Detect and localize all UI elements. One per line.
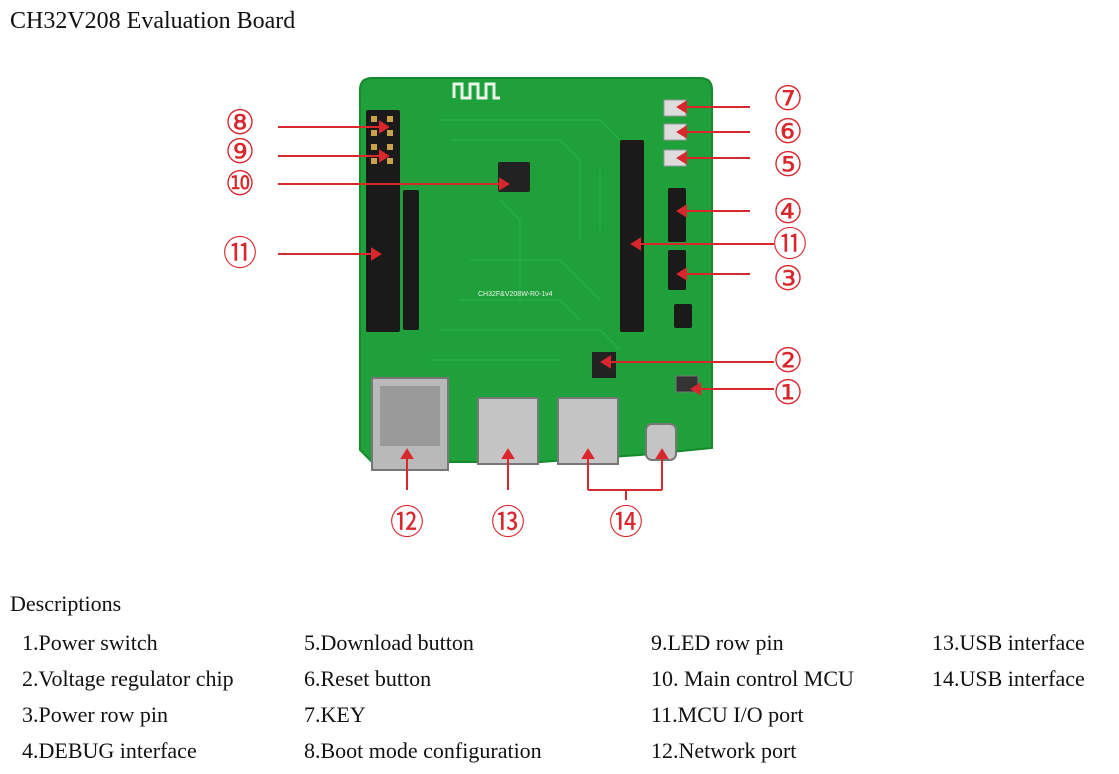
callout-7: ⑦ bbox=[773, 81, 803, 118]
callout-lines bbox=[278, 100, 774, 500]
callout-11-right: ⑪ bbox=[773, 226, 807, 264]
board-figure: CH32F&V208W-R0-1v4 ⑧ ⑨ ⑩ ⑪ ⑦ ⑥ ⑤ ④ ⑪ ③ ②… bbox=[223, 77, 807, 542]
description-item: 5.Download button bbox=[304, 630, 474, 655]
description-item: 3.Power row pin bbox=[22, 702, 169, 727]
callout-2: ② bbox=[773, 343, 803, 380]
description-item: 14.USB interface bbox=[932, 666, 1085, 691]
power-row-header bbox=[668, 250, 686, 290]
description-item: 10. Main control MCU bbox=[651, 666, 854, 691]
page-title: CH32V208 Evaluation Board bbox=[10, 8, 296, 34]
descriptions-col-2: 5.Download button 6.Reset button 7.KEY 8… bbox=[304, 630, 542, 774]
debug-header bbox=[668, 188, 686, 242]
left-pin-header bbox=[366, 110, 400, 332]
descriptions-heading: Descriptions bbox=[10, 591, 122, 616]
callout-10: ⑩ bbox=[225, 166, 255, 203]
antenna-trace bbox=[452, 82, 500, 100]
callout-8: ⑧ bbox=[225, 105, 255, 142]
description-item: 6.Reset button bbox=[304, 666, 432, 691]
board-diagram: CH32F&V208W-R0-1v4 ⑧ ⑨ ⑩ ⑪ ⑦ ⑥ ⑤ ④ ⑪ ③ ②… bbox=[223, 77, 807, 542]
callout-1: ① bbox=[773, 375, 803, 412]
vbat-jumper bbox=[674, 304, 692, 328]
inner-left-header bbox=[403, 190, 419, 330]
description-item: 2.Voltage regulator chip bbox=[22, 666, 234, 691]
description-item: 11.MCU I/O port bbox=[651, 702, 804, 727]
callout-4: ④ bbox=[773, 194, 803, 231]
descriptions-col-3: 9.LED row pin 10. Main control MCU 11.MC… bbox=[651, 630, 854, 774]
pcb-label: CH32F&V208W-R0-1v4 bbox=[478, 291, 553, 298]
callout-14: ⑭ bbox=[609, 504, 643, 542]
description-item: 12.Network port bbox=[651, 738, 797, 763]
callout-9: ⑨ bbox=[225, 134, 255, 171]
description-item: 8.Boot mode configuration bbox=[304, 738, 542, 763]
descriptions-col-4: 13.USB interface 14.USB interface bbox=[932, 630, 1085, 702]
callout-3: ③ bbox=[773, 261, 803, 298]
callout-numbers: ⑧ ⑨ ⑩ ⑪ ⑦ ⑥ ⑤ ④ ⑪ ③ ② ① ⑫ ⑬ ⑭ bbox=[223, 81, 807, 542]
description-item: 13.USB interface bbox=[932, 630, 1085, 655]
description-item: 9.LED row pin bbox=[651, 630, 784, 655]
callout-5: ⑤ bbox=[773, 147, 803, 184]
left-header-pins bbox=[371, 116, 393, 164]
ethernet-jack bbox=[380, 386, 440, 446]
pcb-traces bbox=[430, 119, 621, 361]
right-pin-header bbox=[620, 140, 644, 332]
voltage-regulator bbox=[592, 352, 616, 378]
callout-12: ⑫ bbox=[390, 504, 424, 542]
callout-6: ⑥ bbox=[773, 114, 803, 151]
description-item: 4.DEBUG interface bbox=[22, 738, 197, 763]
description-item: 7.KEY bbox=[304, 702, 366, 727]
descriptions-col-1: 1.Power switch 2.Voltage regulator chip … bbox=[22, 630, 234, 774]
callout-13: ⑬ bbox=[491, 504, 525, 542]
buttons bbox=[663, 99, 687, 167]
description-item: 1.Power switch bbox=[22, 630, 158, 655]
callout-11-left: ⑪ bbox=[223, 235, 257, 273]
